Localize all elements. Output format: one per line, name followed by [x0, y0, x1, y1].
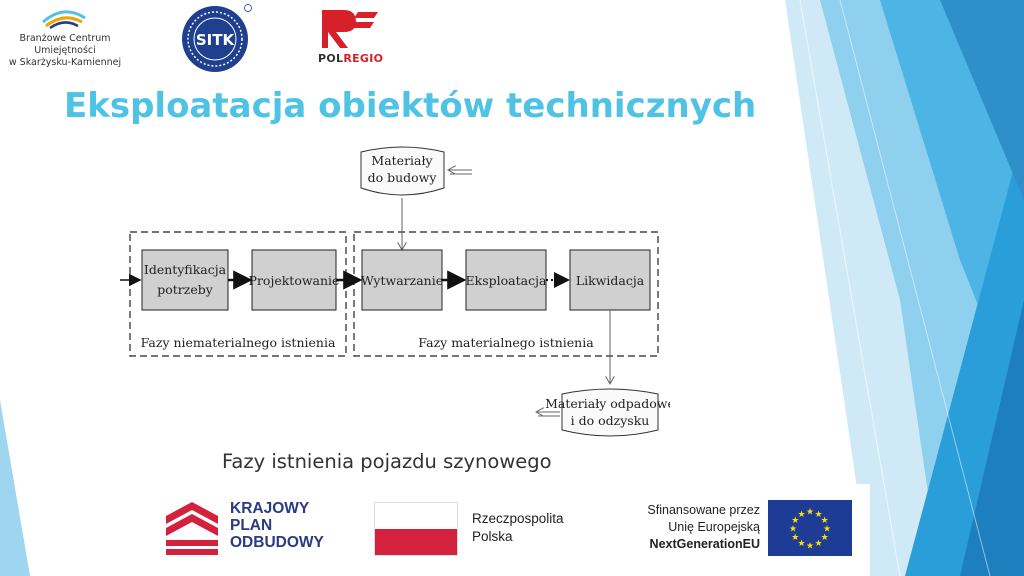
- liquidation-label: Likwidacja: [576, 273, 645, 288]
- materials-out-line2: i do odzysku: [571, 413, 650, 428]
- polish-flag-icon: [374, 502, 458, 556]
- kpo-logo-icon: [166, 502, 218, 555]
- polregio-logo-icon: [322, 10, 378, 48]
- lifecycle-diagram: Materiały do budowy Identyfikacja potrze…: [120, 146, 670, 437]
- eu-star-icon: ★: [823, 525, 831, 535]
- eu-star-icon: ★: [791, 516, 799, 526]
- polregio-logo-text: POLREGIO: [318, 52, 384, 65]
- diagram-caption: Fazy istnienia pojazdu szynowego: [222, 450, 552, 473]
- eu-star-icon: ★: [791, 533, 799, 543]
- bcu-logo-text: Branżowe Centrum Umiejętności w Skarżysk…: [8, 33, 122, 68]
- rp-logo-text: Rzeczpospolita Polska: [472, 511, 564, 544]
- node-operation: Eksploatacja: [465, 249, 547, 311]
- footer-funding-logos: KRAJOWY PLAN ODBUDOWY Rzeczpospolita Pol…: [152, 484, 870, 576]
- manufacturing-label: Wytwarzanie: [361, 273, 443, 288]
- eu-star-icon: ★: [821, 533, 829, 543]
- group-material-label: Fazy materialnego istnienia: [418, 335, 594, 350]
- node-manufacturing: Wytwarzanie: [361, 249, 443, 311]
- sitk-seal-icon: SITK: [182, 4, 252, 72]
- node-materials-out: Materiały odpadowe i do odzysku: [545, 388, 670, 437]
- kpo-logo-text: KRAJOWY PLAN ODBUDOWY: [230, 500, 324, 551]
- eu-star-icon: ★: [797, 510, 805, 520]
- design-label: Projektowanie: [249, 273, 340, 288]
- eu-star-icon: ★: [806, 542, 814, 552]
- group-immaterial-box: [129, 231, 347, 357]
- eu-star-icon: ★: [821, 516, 829, 526]
- eu-funding-text: Sfinansowane przez Unię Europejską NextG…: [647, 503, 760, 551]
- materials-out-line1: Materiały odpadowe: [545, 396, 670, 411]
- identification-line2: potrzeby: [157, 282, 214, 297]
- group-immaterial-label: Fazy niematerialnego istnienia: [141, 335, 336, 350]
- sitk-seal-text: SITK: [196, 31, 236, 49]
- identification-line1: Identyfikacja: [144, 262, 227, 277]
- eu-star-icon: ★: [806, 508, 814, 518]
- materials-in-line1: Materiały: [371, 153, 433, 168]
- node-identification: Identyfikacja potrzeby: [141, 249, 229, 311]
- slide-title: Eksploatacja obiektów technicznych: [64, 86, 757, 126]
- eu-flag-icon: ★★★★★★★★★★★★: [768, 500, 852, 556]
- group-material-box: [353, 231, 659, 357]
- eu-star-icon: ★: [789, 525, 797, 535]
- eu-star-icon: ★: [814, 539, 822, 549]
- node-design: Projektowanie: [249, 249, 340, 311]
- operation-label: Eksploatacja: [466, 273, 547, 288]
- node-liquidation: Likwidacja: [569, 249, 651, 311]
- eu-star-icon: ★: [814, 510, 822, 520]
- eu-star-icon: ★: [797, 539, 805, 549]
- bcu-logo-icon: [42, 10, 86, 30]
- materials-in-line2: do budowy: [368, 170, 438, 185]
- node-materials-in: Materiały do budowy: [360, 146, 445, 196]
